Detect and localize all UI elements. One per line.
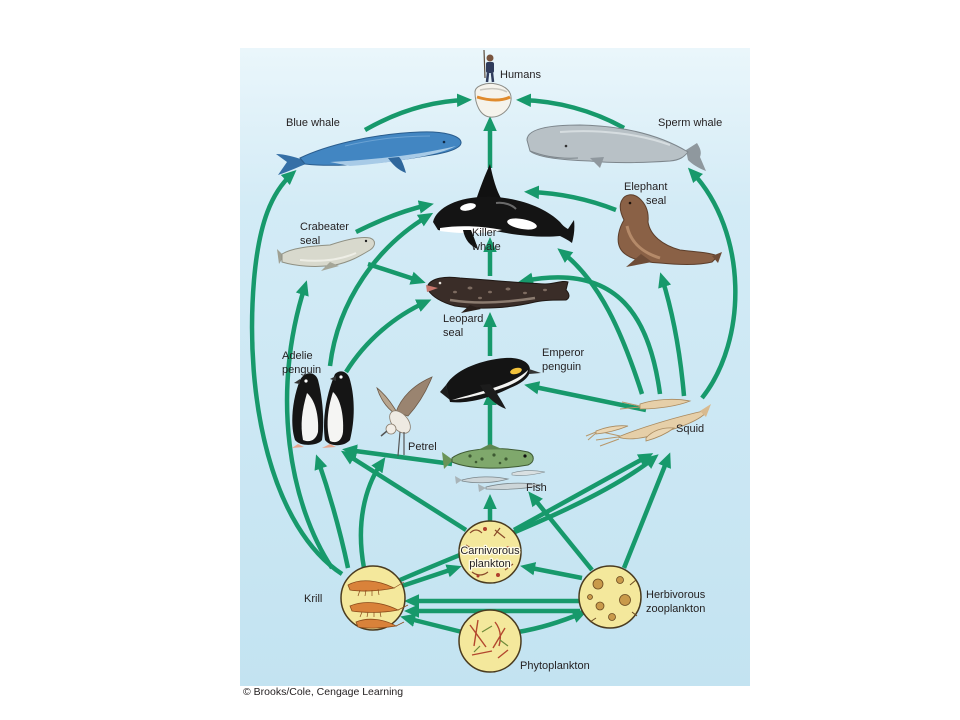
food-web-arrows bbox=[249, 93, 738, 635]
crabeater-seal-illustration bbox=[277, 237, 375, 271]
arrow-squid-to-killer-whale bbox=[557, 248, 645, 395]
phytoplankton-circle bbox=[458, 609, 522, 673]
arrow-krill-to-carnivorous-plankton bbox=[401, 564, 462, 589]
label-petrel: Petrel bbox=[408, 441, 437, 453]
squid-illustration bbox=[585, 398, 711, 447]
label-carnivorous-plankton-line2: plankton bbox=[469, 558, 511, 570]
arrow-fish-to-adelie-penguin bbox=[342, 444, 453, 467]
label-humans: Humans bbox=[500, 69, 541, 81]
arrow-carnivorous-plankton-to-adelie-penguin bbox=[340, 450, 468, 532]
arrow-phytoplankton-to-herbivorous-zooplankton bbox=[517, 610, 588, 635]
label-fish: Fish bbox=[526, 482, 547, 494]
arrow-elephant-seal-to-killer-whale bbox=[524, 185, 617, 213]
arrow-herbivorous-zooplankton-to-fish bbox=[528, 491, 594, 572]
label-krill: Krill bbox=[304, 593, 322, 605]
label-adelie-penguin-line2: penguin bbox=[282, 364, 321, 376]
label-carnivorous-plankton-line1: Carnivorous bbox=[460, 545, 520, 557]
fish-illustration bbox=[442, 444, 546, 492]
arrow-squid-to-leopard-seal bbox=[518, 272, 663, 395]
leopard-seal-illustration bbox=[426, 276, 570, 313]
arrow-crabeater-seal-to-leopard-seal bbox=[367, 261, 426, 285]
label-emperor-penguin-line1: Emperor bbox=[542, 347, 585, 359]
arrow-adelie-penguin-to-leopard-seal bbox=[344, 299, 432, 374]
label-killer-whale-line1: Killer bbox=[472, 227, 497, 239]
label-crabeater-seal-line2: seal bbox=[300, 235, 320, 247]
label-sperm-whale: Sperm whale bbox=[658, 117, 722, 129]
arrow-squid-to-sperm-whale bbox=[687, 167, 738, 400]
label-squid: Squid bbox=[676, 423, 704, 435]
arrow-squid-to-elephant-seal bbox=[658, 272, 687, 397]
sperm-whale-illustration bbox=[526, 124, 706, 171]
label-crabeater-seal-line1: Crabeater bbox=[300, 221, 349, 233]
species-labels: Humans Blue whale Sperm whale Killer wha… bbox=[282, 69, 722, 672]
herbivorous-zooplankton-circle bbox=[578, 565, 642, 629]
humans-illustration bbox=[474, 49, 512, 118]
label-elephant-seal-line2: seal bbox=[646, 195, 666, 207]
label-phytoplankton: Phytoplankton bbox=[520, 660, 590, 672]
arrow-carnivorous-plankton-to-squid bbox=[512, 453, 654, 532]
label-elephant-seal-line1: Elephant bbox=[624, 181, 667, 193]
copyright-notice: © Brooks/Cole, Cengage Learning bbox=[243, 686, 404, 698]
arrow-krill-to-adelie-penguin bbox=[314, 454, 351, 569]
label-adelie-penguin-line1: Adelie bbox=[282, 350, 313, 362]
arrow-adelie-penguin-to-killer-whale bbox=[327, 212, 434, 367]
adelie-penguins-illustration bbox=[292, 371, 354, 448]
arrow-krill-to-petrel bbox=[358, 457, 386, 569]
carnivorous-plankton-circle bbox=[458, 520, 522, 584]
label-emperor-penguin-line2: penguin bbox=[542, 361, 581, 373]
killer-whale-illustration bbox=[433, 164, 575, 249]
blue-whale-illustration bbox=[276, 131, 462, 175]
arrow-krill-to-crabeater-seal bbox=[284, 280, 334, 570]
arrow-crabeater-seal-to-killer-whale bbox=[354, 200, 434, 235]
arrow-sperm-whale-to-humans bbox=[516, 93, 626, 130]
arrow-krill-to-blue-whale bbox=[249, 169, 344, 576]
arrow-phytoplankton-to-krill bbox=[400, 613, 463, 635]
label-leopard-seal-line2: seal bbox=[443, 327, 463, 339]
petrel-illustration bbox=[376, 376, 433, 457]
emperor-penguin-illustration bbox=[440, 357, 541, 409]
label-killer-whale-line2: whale bbox=[471, 241, 501, 253]
arrow-blue-whale-to-humans bbox=[363, 93, 472, 132]
label-blue-whale: Blue whale bbox=[286, 117, 340, 129]
label-leopard-seal-line1: Leopard bbox=[443, 313, 483, 325]
krill-circle bbox=[340, 565, 409, 631]
elephant-seal-illustration bbox=[617, 194, 722, 267]
label-herbivorous-zooplankton-line2: zooplankton bbox=[646, 603, 705, 615]
label-herbivorous-zooplankton-line1: Herbivorous bbox=[646, 589, 706, 601]
arrow-squid-to-emperor-penguin bbox=[524, 381, 647, 413]
arrow-herbivorous-zooplankton-to-carnivorous-plankton bbox=[520, 562, 583, 581]
arrow-krill-to-squid bbox=[399, 454, 659, 583]
arrow-herbivorous-zooplankton-to-squid bbox=[621, 452, 671, 569]
